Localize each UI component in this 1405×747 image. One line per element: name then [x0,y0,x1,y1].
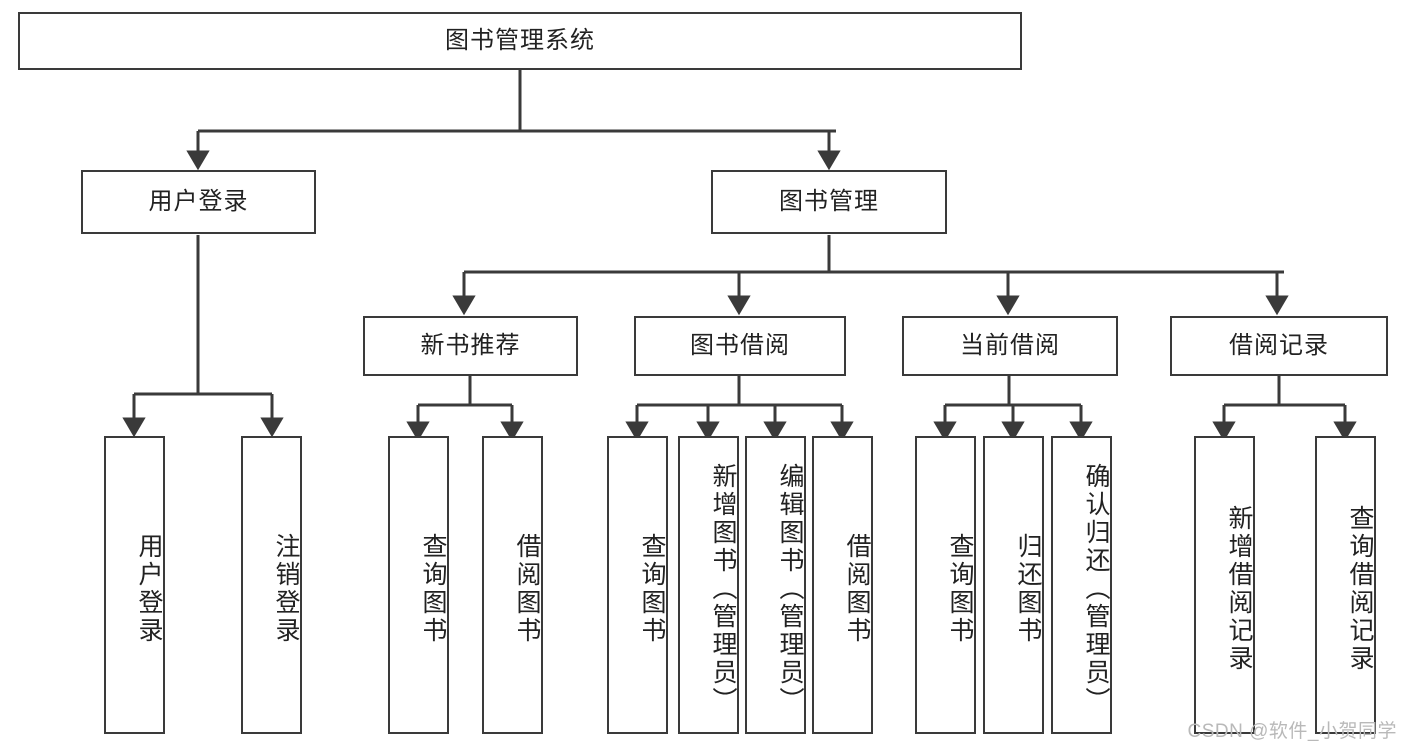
node-label: 借阅图书 [843,533,871,645]
leaf-borrow-add-book[interactable]: 新增图书（管理员） [678,436,739,734]
leaf-current-return-book[interactable]: 归还图书 [983,436,1044,734]
leaf-record-query[interactable]: 查询借阅记录 [1315,436,1376,734]
node-label: 借阅记录 [1229,331,1329,359]
node-label: 确认归还（管理员） [1082,463,1110,715]
leaf-new-book-query[interactable]: 查询图书 [388,436,449,734]
node-book-management[interactable]: 图书管理 [711,170,947,234]
csdn-watermark: CSDN @软件_小贺同学 [1187,721,1397,742]
node-label: 新增图书（管理员） [709,463,737,715]
leaf-record-add[interactable]: 新增借阅记录 [1194,436,1255,734]
node-label: 借阅图书 [513,533,541,645]
leaf-borrow-lend-book[interactable]: 借阅图书 [812,436,873,734]
node-root[interactable]: 图书管理系统 [18,12,1022,70]
node-label: 新书推荐 [420,331,521,359]
leaf-current-query-book[interactable]: 查询图书 [915,436,976,734]
node-label: 归还图书 [1014,533,1042,645]
node-borrow-records[interactable]: 借阅记录 [1170,316,1388,376]
node-label: 用户登录 [148,187,249,215]
node-label: 查询借阅记录 [1346,505,1374,673]
leaf-user-login[interactable]: 用户登录 [104,436,165,734]
node-label: 图书管理系统 [445,26,595,54]
leaf-borrow-query-book[interactable]: 查询图书 [607,436,668,734]
node-label: 查询图书 [638,533,666,645]
node-book-borrow[interactable]: 图书借阅 [634,316,846,376]
leaf-user-logout[interactable]: 注销登录 [241,436,302,734]
node-current-borrow[interactable]: 当前借阅 [902,316,1118,376]
node-user-login[interactable]: 用户登录 [81,170,316,234]
node-label: 图书借阅 [690,331,790,359]
node-label: 查询图书 [946,533,974,645]
leaf-borrow-edit-book[interactable]: 编辑图书（管理员） [745,436,806,734]
node-label: 新增借阅记录 [1225,505,1253,673]
node-new-book-recommend[interactable]: 新书推荐 [363,316,578,376]
node-label: 查询图书 [419,533,447,645]
node-label: 注销登录 [272,533,300,645]
node-label: 编辑图书（管理员） [776,463,804,715]
leaf-current-confirm-return[interactable]: 确认归还（管理员） [1051,436,1112,734]
node-label: 图书管理 [779,187,879,215]
node-label: 用户登录 [135,533,163,645]
node-label: 当前借阅 [960,331,1060,359]
leaf-new-book-borrow[interactable]: 借阅图书 [482,436,543,734]
